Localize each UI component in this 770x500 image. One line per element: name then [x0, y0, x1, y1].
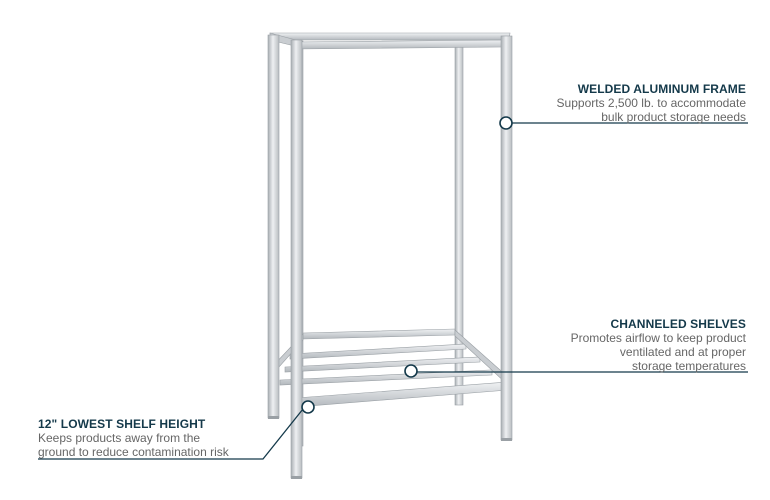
- callout-description: storage temperatures: [631, 359, 746, 373]
- shelf-channel-1: [289, 343, 467, 360]
- top-frame-back: [269, 32, 511, 41]
- shelf-back-rail: [302, 328, 456, 340]
- callout-description: Supports 2,500 lb. to accommodate: [556, 96, 746, 110]
- callout-welded-frame: WELDED ALUMINUM FRAME Supports 2,500 lb.…: [486, 82, 746, 124]
- callout-description: ground to reduce contamination risk: [38, 445, 229, 459]
- callout-leaders: [38, 122, 748, 460]
- shelf-channel-2: [284, 356, 481, 373]
- height-leader-line: [38, 408, 304, 460]
- shelf-front-rail: [295, 381, 509, 408]
- callout-title: CHANNELED SHELVES: [610, 317, 746, 331]
- top-frame-front: [293, 39, 504, 50]
- front-left-post: [267, 34, 280, 419]
- circle-marker-icon[interactable]: [499, 116, 513, 130]
- aluminum-rack: [267, 32, 513, 479]
- callout-lowest-shelf-height: 12" LOWEST SHELF HEIGHT Keeps products a…: [38, 417, 268, 459]
- callout-title: WELDED ALUMINUM FRAME: [577, 82, 746, 96]
- callout-channeled-shelves: CHANNELED SHELVES Promotes airflow to ke…: [486, 317, 746, 373]
- circle-marker-icon[interactable]: [404, 364, 418, 378]
- callout-description: bulk product storage needs: [601, 110, 746, 124]
- callout-description: Promotes airflow to keep product: [570, 331, 746, 345]
- back-right-post: [454, 44, 464, 406]
- callout-description: Keeps products away from the: [38, 431, 201, 445]
- circle-marker-icon[interactable]: [301, 400, 315, 414]
- foot-cap-right: [501, 438, 512, 441]
- shelf-channel-3: [279, 369, 493, 386]
- foot-cap-left: [291, 476, 302, 479]
- callout-description: ventilated and at proper: [619, 345, 746, 359]
- callout-title: 12" LOWEST SHELF HEIGHT: [38, 417, 206, 431]
- foot-cap-back-left: [268, 416, 279, 419]
